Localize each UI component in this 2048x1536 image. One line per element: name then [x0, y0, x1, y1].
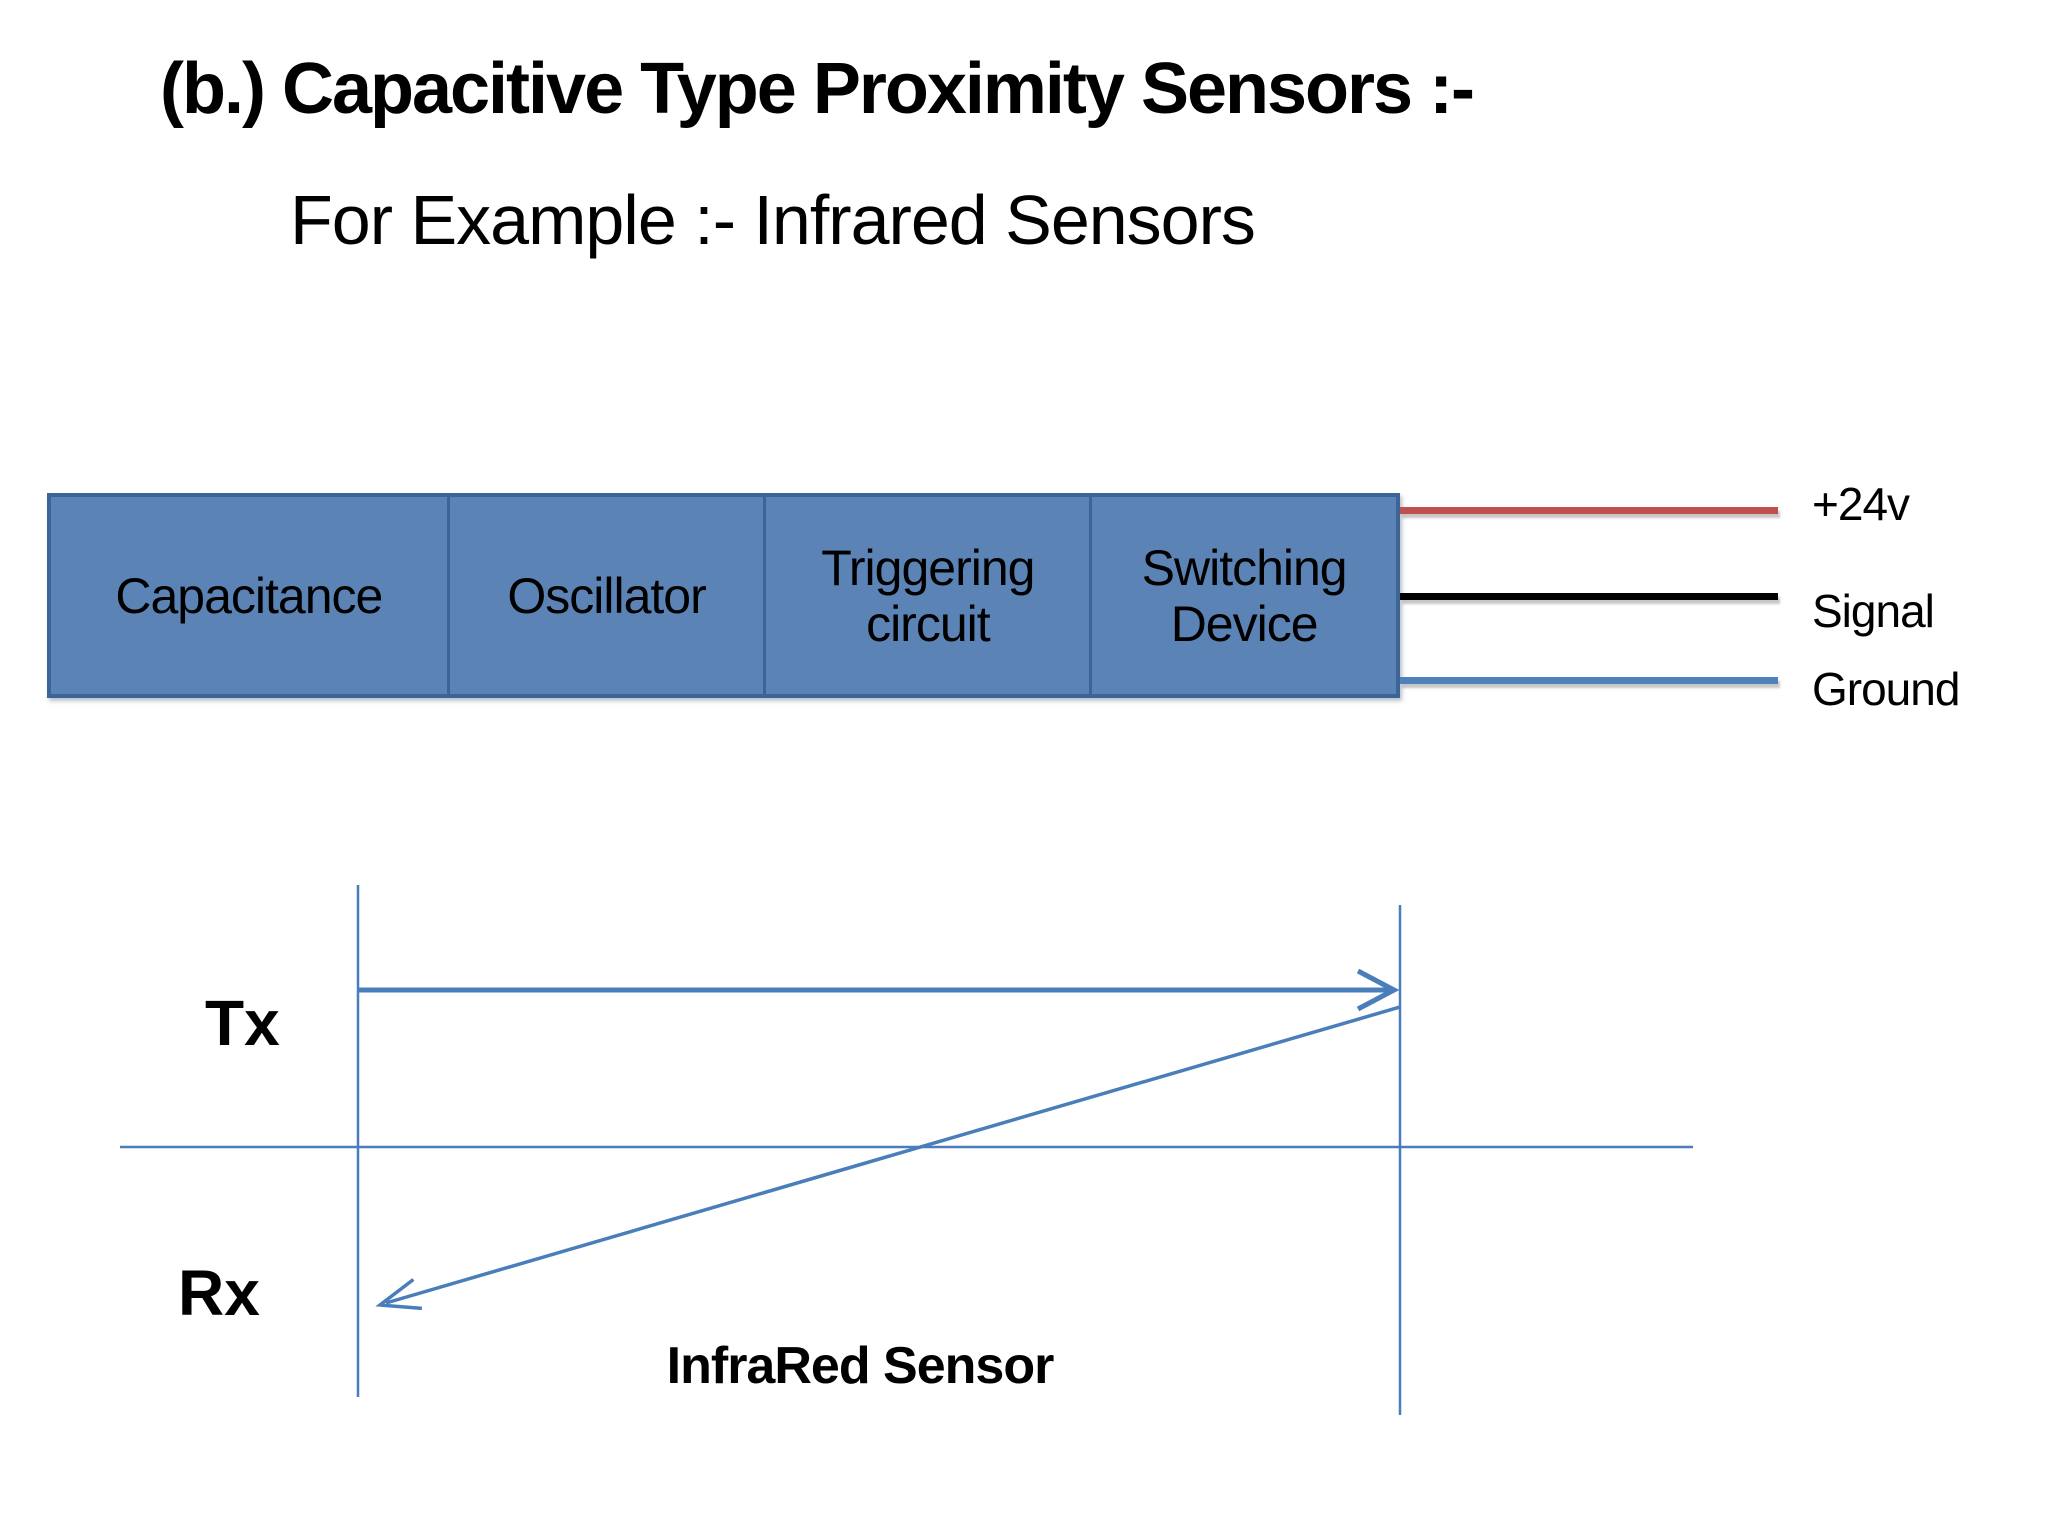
rx-arrow-line	[385, 1005, 1401, 1305]
rx-label: Rx	[178, 1257, 260, 1329]
page-subtitle: For Example :- Infrared Sensors	[290, 181, 1256, 259]
rx-arrowhead	[375, 1278, 423, 1311]
wire-24v	[1400, 507, 1778, 514]
block-label: Capacitance	[115, 567, 383, 624]
wire-signal	[1400, 593, 1778, 600]
tx-label: Tx	[205, 987, 280, 1059]
wire-ground	[1400, 677, 1778, 684]
block-capacitance: Capacitance	[51, 497, 450, 694]
block-label: Triggering circuit	[821, 539, 1035, 652]
block-switching-device: Switching Device	[1092, 497, 1397, 694]
tx-arrowhead	[1356, 968, 1400, 1012]
infrared-sensor-caption: InfraRed Sensor	[666, 1337, 1055, 1395]
sensor-block-diagram: Capacitance Oscillator Triggering circui…	[47, 493, 1400, 698]
block-triggering-circuit: Triggering circuit	[766, 497, 1093, 694]
block-oscillator: Oscillator	[449, 497, 767, 694]
wire-label-signal: Signal	[1812, 585, 1935, 637]
block-label: Switching Device	[1141, 539, 1348, 652]
wire-label-ground: Ground	[1812, 663, 1960, 715]
block-label: Oscillator	[507, 567, 706, 624]
wire-label-24v: +24v	[1812, 478, 1910, 530]
page-title: (b.) Capacitive Type Proximity Sensors :…	[160, 49, 1475, 129]
